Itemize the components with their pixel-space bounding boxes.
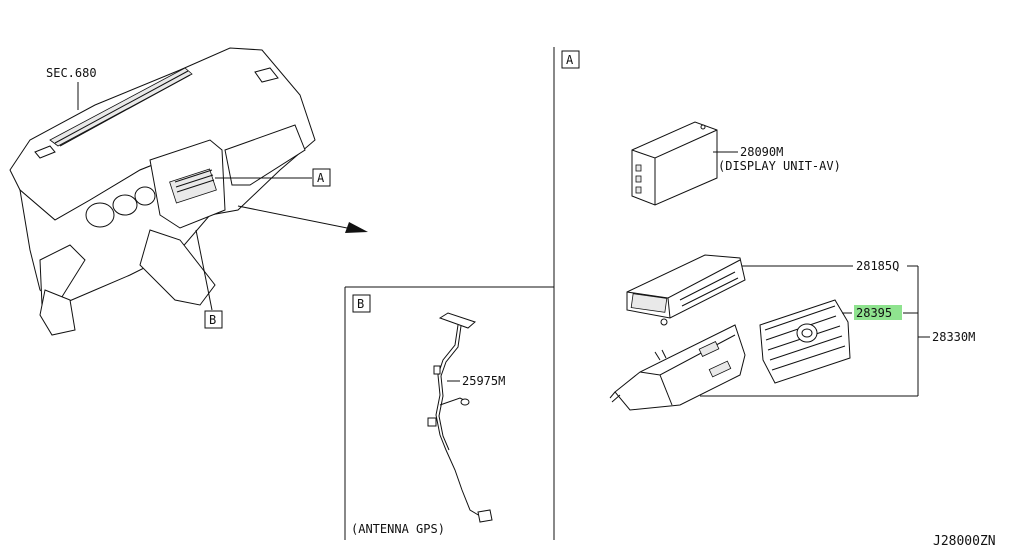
display-unit-description: (DISPLAY UNIT-AV) xyxy=(718,159,841,173)
dashboard-callouts: SEC.680 A B xyxy=(46,66,368,329)
section-b-label: B xyxy=(357,297,364,311)
antenna-part-number: 25975M xyxy=(462,374,505,388)
antenna-description: (ANTENNA GPS) xyxy=(351,522,445,536)
section-a-box xyxy=(561,50,580,69)
diagram-code: J28000ZN xyxy=(933,534,996,549)
sec-ref-label: SEC.680 xyxy=(46,66,97,80)
callout-b-box xyxy=(204,310,223,329)
unit-part-number: 28185Q xyxy=(856,259,899,273)
control-panel xyxy=(759,299,851,384)
dashboard-illustration xyxy=(9,47,316,336)
audio-head-unit xyxy=(626,254,746,326)
section-b-box xyxy=(352,294,371,313)
callout-b-label: B xyxy=(209,313,216,327)
assembly-part-number: 28330M xyxy=(932,330,975,344)
mounting-bracket xyxy=(609,324,746,411)
panel-part-number: 28395 xyxy=(856,306,892,320)
callout-a-label: A xyxy=(317,171,325,185)
panel-part-highlight xyxy=(854,305,902,320)
direction-arrow xyxy=(345,222,368,233)
section-a-label: A xyxy=(566,53,574,67)
callout-a-box xyxy=(312,168,331,187)
section-frames xyxy=(344,47,555,540)
gps-antenna xyxy=(427,312,493,523)
display-unit xyxy=(631,121,718,206)
display-unit-part-number: 28090M xyxy=(740,145,783,159)
